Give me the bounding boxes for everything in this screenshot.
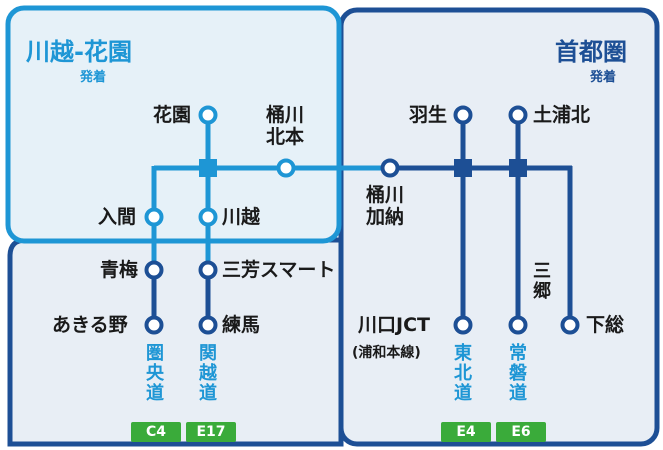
junction-joban — [509, 159, 527, 177]
route-joban-name: 常 磐 道 — [509, 343, 527, 404]
station-hanazono-marker — [198, 105, 218, 125]
station-kawaguchi-jct-sublabel: (浦和本線) — [352, 345, 421, 361]
station-tsuchiura-kita-marker — [508, 105, 528, 125]
station-nerima-marker — [198, 315, 218, 335]
station-okegawa-kano-label: 桶川 加納 — [366, 184, 405, 228]
kawagoe-region — [5, 5, 342, 244]
station-kawaguchi-jct-label: 川口JCT — [358, 314, 430, 336]
station-kawaguchi-jct-marker — [453, 315, 473, 335]
station-shimofusa-label: 下総 — [586, 314, 625, 336]
shutoken-region-subtitle: 発着 — [590, 70, 617, 85]
route-ken-o-name: 圏 央 道 — [146, 343, 164, 404]
station-okegawa-kano-marker — [380, 158, 400, 178]
station-miyoshi-marker — [198, 260, 218, 280]
junction-kan-etsu — [199, 159, 217, 177]
route-ken-o-badge: C4 — [131, 422, 181, 442]
route-kan-etsu-name: 関 越 道 — [199, 343, 217, 404]
junction-tohoku — [454, 159, 472, 177]
station-misato-marker — [508, 315, 528, 335]
station-nerima-label: 練馬 — [222, 314, 261, 336]
station-iruma-marker — [144, 207, 164, 227]
station-ome-marker — [144, 260, 164, 280]
route-joban-badge: E6 — [496, 422, 546, 442]
kawagoe-region-subtitle: 発着 — [80, 70, 107, 85]
station-akiruno-label: あきる野 — [52, 314, 128, 336]
station-shimofusa-marker — [560, 315, 580, 335]
station-tsuchiura-kita-label: 土浦北 — [533, 104, 591, 126]
route-tohoku-badge: E4 — [441, 422, 491, 442]
station-kawagoe-label: 川越 — [222, 206, 261, 228]
station-ome-label: 青梅 — [100, 259, 139, 281]
station-kawagoe-marker — [198, 207, 218, 227]
kawagoe-region-title: 川越-花園 — [26, 38, 132, 66]
station-hanyu-label: 羽生 — [409, 104, 448, 126]
station-hanyu-marker — [453, 105, 473, 125]
station-hanazono-label: 花園 — [153, 104, 192, 126]
station-miyoshi-smart-label: 三芳スマート — [222, 259, 336, 281]
station-okegawa-kitamoto-label: 桶川 北本 — [266, 104, 305, 148]
station-misato-label: 三 郷 — [533, 261, 551, 302]
route-kan-etsu-badge: E17 — [186, 422, 236, 442]
station-iruma-label: 入間 — [98, 206, 137, 228]
route-tohoku-name: 東 北 道 — [454, 343, 472, 404]
shutoken-region-title: 首都圏 — [555, 38, 627, 66]
station-akiruno-marker — [144, 315, 164, 335]
station-okegawa-kitamoto-marker — [276, 158, 296, 178]
